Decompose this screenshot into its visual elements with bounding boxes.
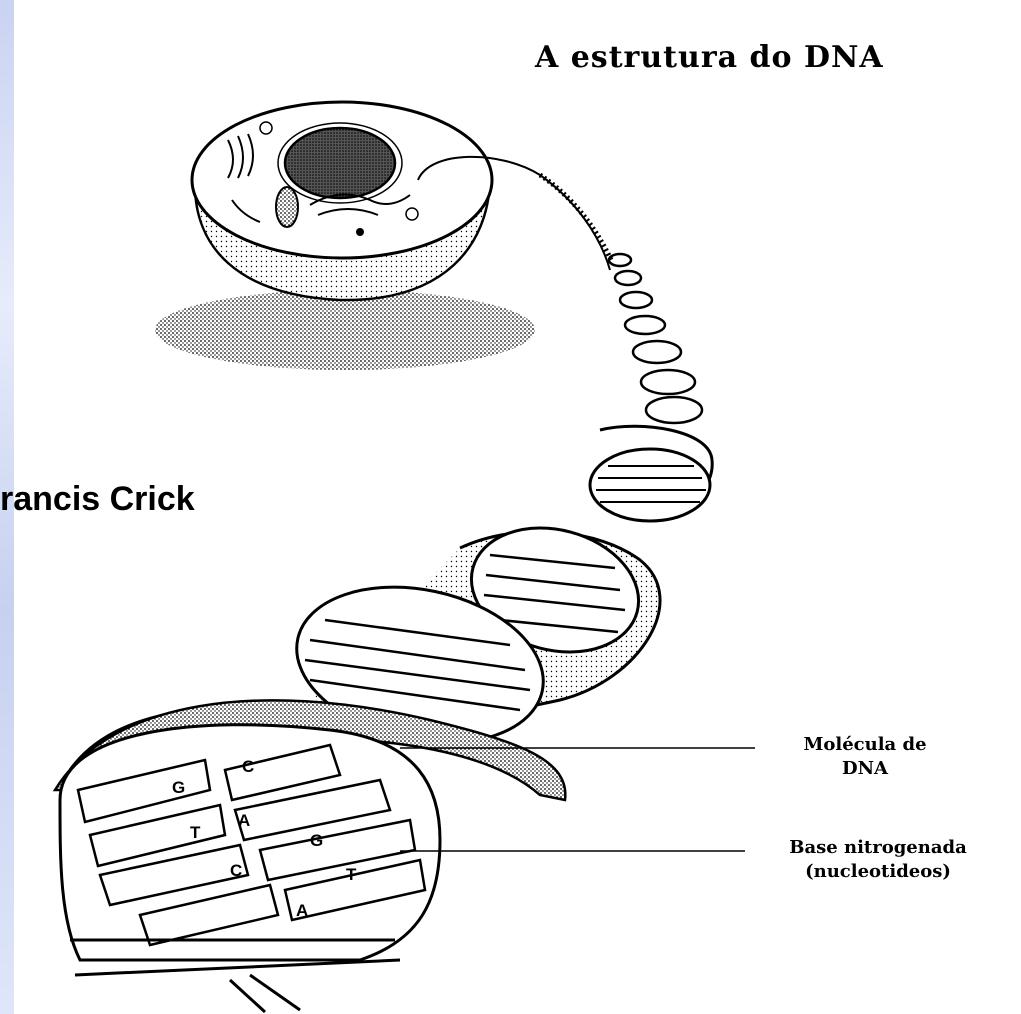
partial-scientist-name: rancis Crick (0, 480, 195, 519)
chromatin-coils (609, 254, 702, 423)
cell-drawing (155, 102, 535, 370)
base-letter-t1: T (190, 823, 201, 842)
diagram-title: A estrutura do DNA (535, 40, 995, 75)
base-letter-g1: G (172, 778, 185, 797)
base-letter-c1: C (242, 757, 254, 776)
base-pairs-section: G C T A G C T A (60, 725, 440, 1012)
base-label-line1: Base nitrogenada (748, 836, 1008, 860)
dna-label-line1: Molécula de (760, 733, 970, 757)
dna-molecule-label: Molécula de DNA (760, 733, 970, 781)
mitochondrion (276, 187, 298, 227)
base-letter-t2: T (346, 865, 357, 884)
nitrogen-base-label: Base nitrogenada (nucleotideos) (748, 836, 1008, 884)
base-letter-a2: A (296, 901, 308, 920)
cell-shadow (155, 290, 535, 370)
base-letter-g2: G (310, 831, 323, 850)
small-helix (590, 426, 712, 521)
dna-label-line2: DNA (760, 757, 970, 781)
nucleus (285, 128, 395, 198)
base-letter-c2: C (230, 861, 242, 880)
base-label-line2: (nucleotideos) (748, 860, 1008, 884)
label-lines (400, 748, 755, 851)
base-letter-a1: A (238, 811, 250, 830)
